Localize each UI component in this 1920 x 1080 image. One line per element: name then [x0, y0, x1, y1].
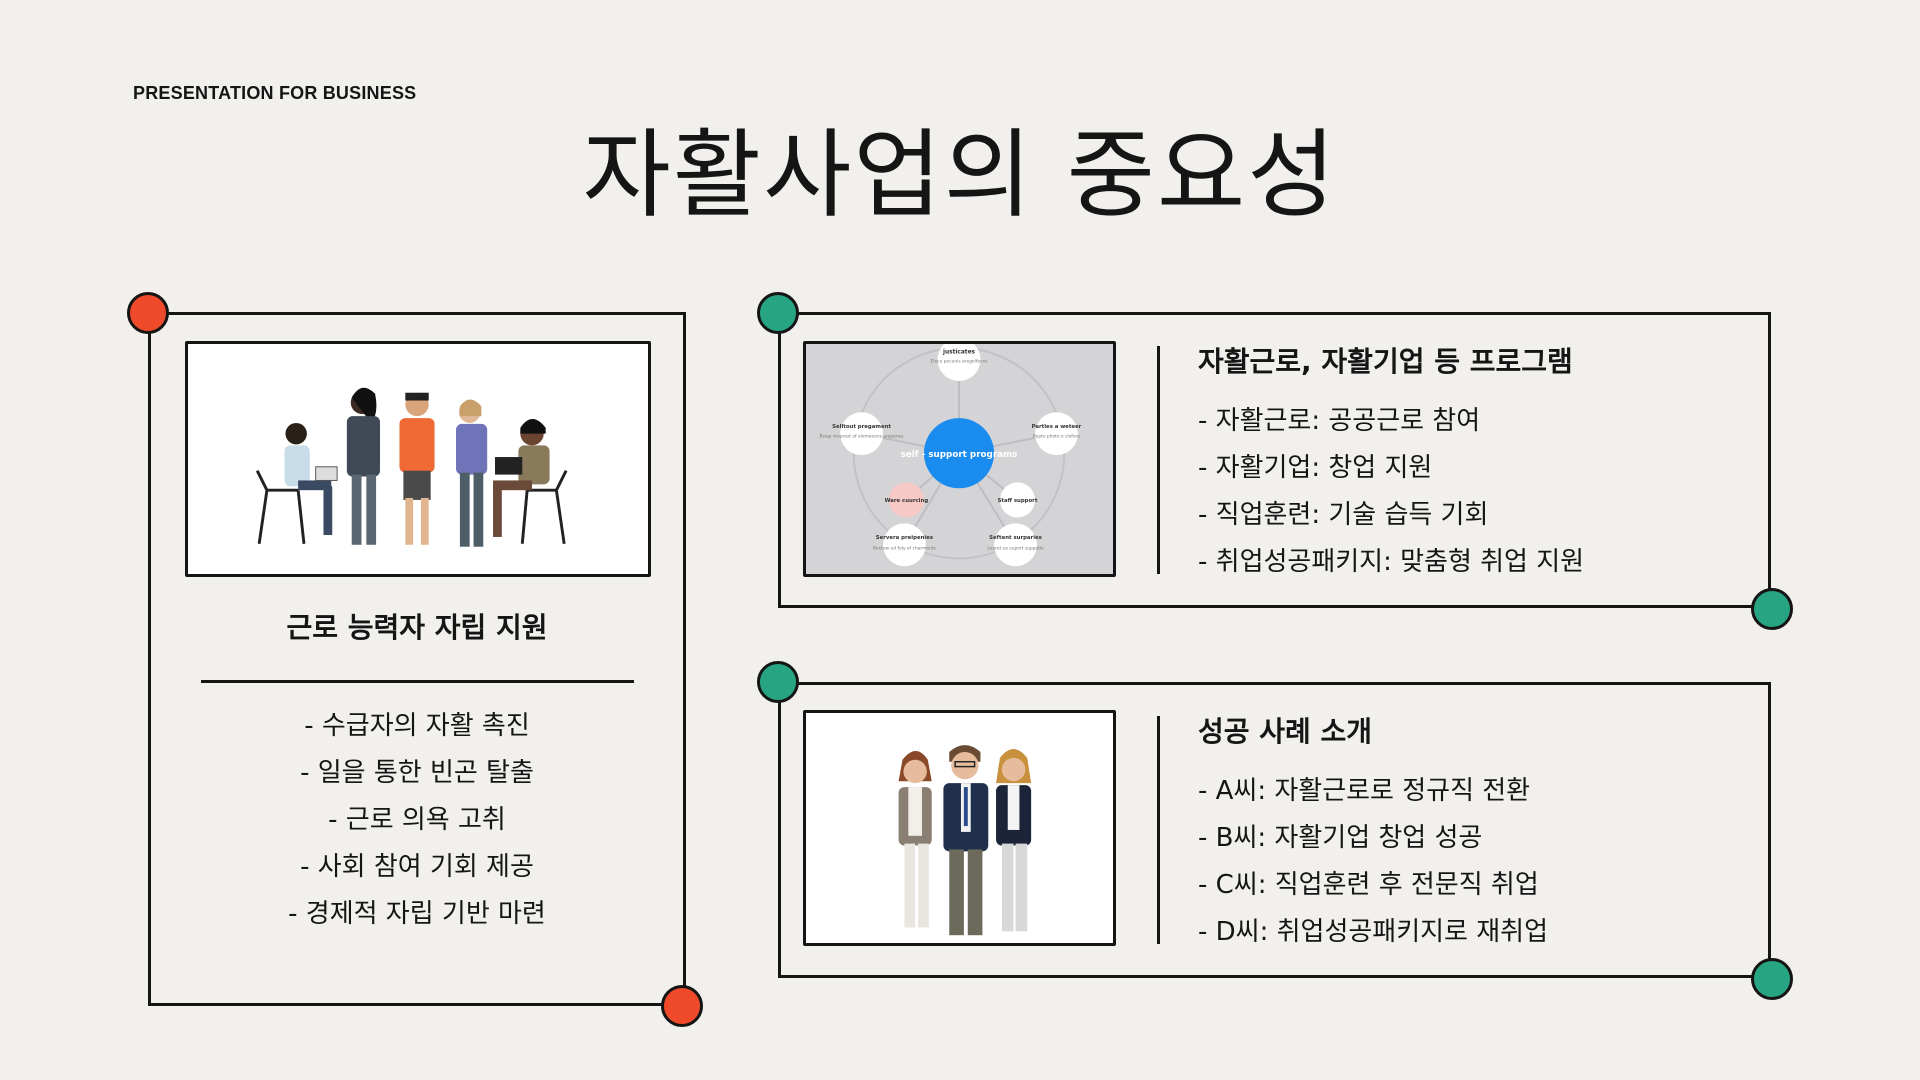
diagram-node-title: Staff support — [998, 498, 1038, 504]
three-professionals-illustration-icon — [803, 710, 1116, 946]
diagram-node: justicates Elecu pecunis aregelfecns — [931, 344, 989, 382]
left-card — [148, 312, 686, 1006]
page-title: 자활사업의 중요성 — [582, 119, 1338, 231]
top-right-card-heading: 자활근로, 자활기업 등 프로그램 — [1198, 345, 1573, 378]
diagram-node: Selltout pregament Bsiap moprest of elem… — [820, 412, 905, 456]
list-item: - 경제적 자립 기반 마련 — [288, 899, 546, 929]
bottom-right-card — [778, 682, 1771, 978]
diagram-node-title: Selltout pregament — [832, 424, 891, 430]
diagram-node: Staff support — [998, 482, 1038, 518]
diagram-node: Partles a weteer Pupto photo o clefere — [1032, 412, 1082, 456]
top-right-vertical-rule — [1157, 346, 1160, 574]
diagram-node-desc: Learet ue suport suppetle — [987, 546, 1044, 552]
diagram-node-title: justicates — [942, 350, 976, 356]
self-support-diagram: justicates Elecu pecunis aregelfecns Par… — [803, 341, 1116, 577]
diagram-node-desc: Pupto photo o clefere — [1033, 434, 1080, 440]
diagram-node: Servera preipenies Bectew ud foly of cha… — [873, 523, 937, 567]
left-card-heading: 근로 능력자 자립 지원 — [286, 611, 548, 644]
list-item: - 수급자의 자활 촉진 — [304, 711, 530, 741]
corner-dot-green-bottom-right-2 — [1751, 958, 1793, 1000]
diagram-node-title: Servera preipenies — [876, 535, 933, 541]
list-item: - 자활근로: 공공근로 참여 — [1198, 406, 1481, 436]
top-right-card-bullets: - 자활근로: 공공근로 참여 - 자활기업: 창업 지원 - 직업훈련: 기술… — [1198, 398, 1584, 586]
top-right-card — [778, 312, 1771, 608]
list-item: - 사회 참여 기회 제공 — [300, 852, 534, 882]
corner-dot-red-top-left — [127, 292, 169, 334]
team-meeting-illustration-icon — [185, 341, 651, 577]
diagram-node-desc: Elecu pecunis aregelfecns — [931, 359, 989, 365]
bottom-right-card-heading: 성공 사례 소개 — [1198, 715, 1373, 748]
corner-dot-green-top-left — [757, 292, 799, 334]
diagram-node-title: Seftent surparies — [989, 535, 1042, 541]
diagram-node-desc: Bectew ud foly of charments — [873, 546, 936, 552]
list-item: - 일을 통한 빈곤 탈출 — [300, 758, 534, 788]
diagram-node-title: Partles a weteer — [1032, 424, 1082, 430]
corner-dot-red-bottom-right — [661, 985, 703, 1027]
corner-dot-green-bottom-right — [1751, 588, 1793, 630]
left-card-divider — [201, 680, 634, 683]
left-card-bullets: - 수급자의 자활 촉진 - 일을 통한 빈곤 탈출 - 근로 의욕 고취 - … — [148, 703, 686, 938]
bottom-right-vertical-rule — [1157, 716, 1160, 944]
diagram-node-title: Ware cuurcing — [885, 498, 929, 504]
list-item: - 취업성공패키지: 맞춤형 취업 지원 — [1198, 547, 1585, 577]
diagram-node: Ware cuurcing — [885, 482, 929, 518]
diagram-node-desc: Bsiap moprest of elemeoons arepenes — [820, 434, 905, 440]
list-item: - 근로 의욕 고취 — [328, 805, 506, 835]
bottom-right-card-bullets: - A씨: 자활근로로 정규직 전환 - B씨: 자활기업 창업 성공 - C씨… — [1198, 768, 1548, 956]
diagram-center-label: self - support programs — [901, 450, 1018, 460]
list-item: - 자활기업: 창업 지원 — [1198, 453, 1433, 483]
list-item: - B씨: 자활기업 창업 성공 — [1198, 823, 1483, 853]
list-item: - C씨: 직업훈련 후 전문직 취업 — [1198, 870, 1539, 900]
corner-dot-green-top-left-2 — [757, 661, 799, 703]
diagram-node: Seftent surparies Learet ue suport suppe… — [987, 523, 1044, 567]
list-item: - 직업훈련: 기술 습득 기회 — [1198, 500, 1489, 530]
list-item: - A씨: 자활근로로 정규직 전환 — [1198, 776, 1531, 806]
list-item: - D씨: 취업성공패키지로 재취업 — [1198, 917, 1548, 947]
eyebrow-label: PRESENTATION FOR BUSINESS — [133, 83, 417, 103]
